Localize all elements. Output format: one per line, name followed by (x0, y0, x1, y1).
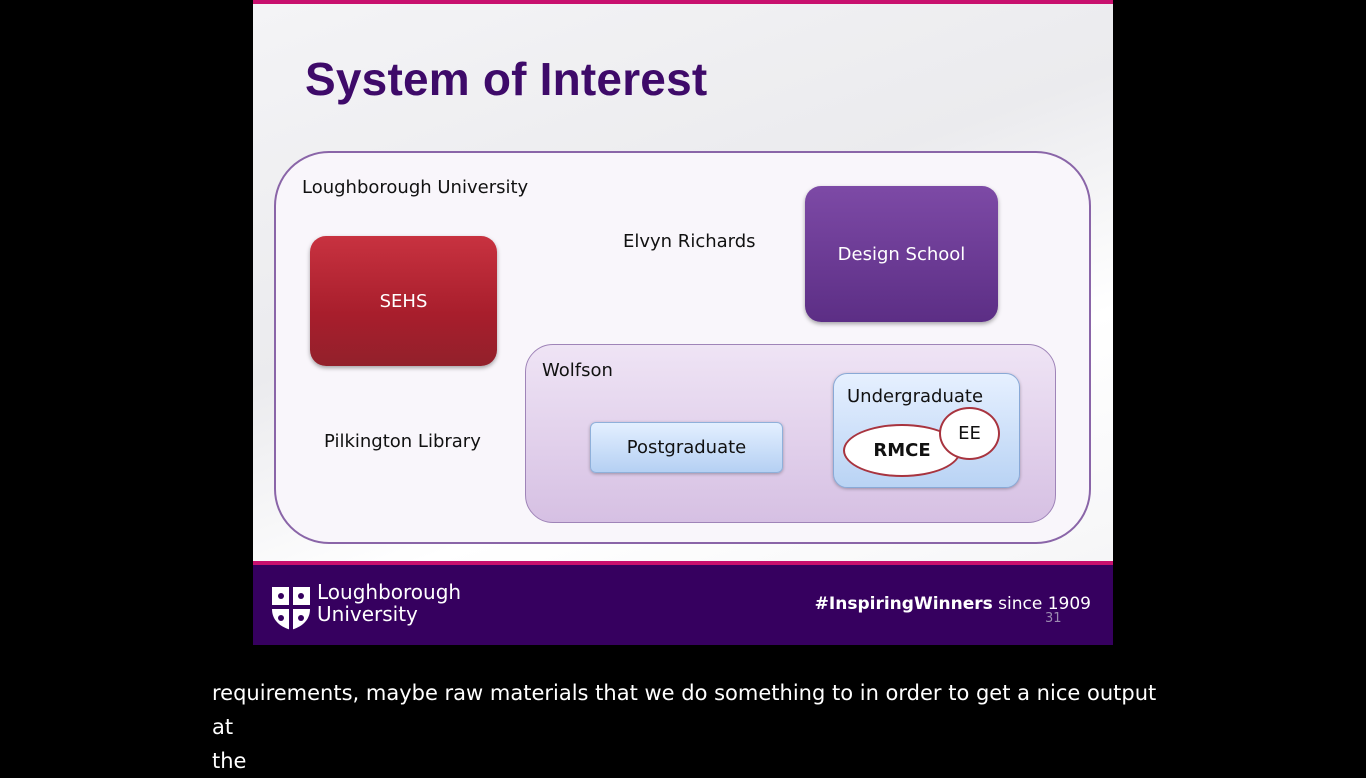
sehs-box: SEHS (310, 236, 497, 366)
caption-line-2: the (212, 749, 247, 773)
slide-page-number: 31 (1045, 611, 1062, 626)
ee-ellipse: EE (939, 407, 1000, 460)
video-caption: requirements, maybe raw materials that w… (212, 676, 1172, 778)
slide-title: System of Interest (305, 53, 708, 105)
university-wordmark: Loughborough University (317, 581, 461, 625)
postgraduate-box: Postgraduate (590, 422, 783, 473)
rmce-label: RMCE (873, 440, 931, 461)
ee-label: EE (958, 423, 981, 444)
caption-line-1: requirements, maybe raw materials that w… (212, 681, 1157, 739)
wordmark-line-2: University (317, 602, 418, 626)
undergraduate-label: Undergraduate (847, 386, 984, 407)
tagline-hashtag: #InspiringWinners (814, 594, 993, 614)
sehs-label: SEHS (379, 290, 428, 312)
postgraduate-label: Postgraduate (626, 437, 747, 458)
design-school-label: Design School (837, 243, 966, 265)
university-label: Loughborough University (302, 177, 529, 198)
slide-footer: Loughborough University #InspiringWinner… (253, 561, 1113, 645)
pilkington-library-label: Pilkington Library (324, 431, 481, 452)
wordmark-line-1: Loughborough (317, 580, 462, 604)
elvyn-richards-label: Elvyn Richards (623, 231, 756, 252)
footer-tagline: #InspiringWinners since 1909 (815, 594, 1091, 614)
design-school-box: Design School (805, 186, 998, 322)
slide-top-accent-bar (253, 0, 1113, 4)
tagline-since: since 1909 (998, 594, 1091, 614)
university-crest-icon (272, 587, 310, 630)
presentation-slide: System of Interest Loughborough Universi… (253, 0, 1113, 645)
wolfson-label: Wolfson (542, 360, 613, 381)
